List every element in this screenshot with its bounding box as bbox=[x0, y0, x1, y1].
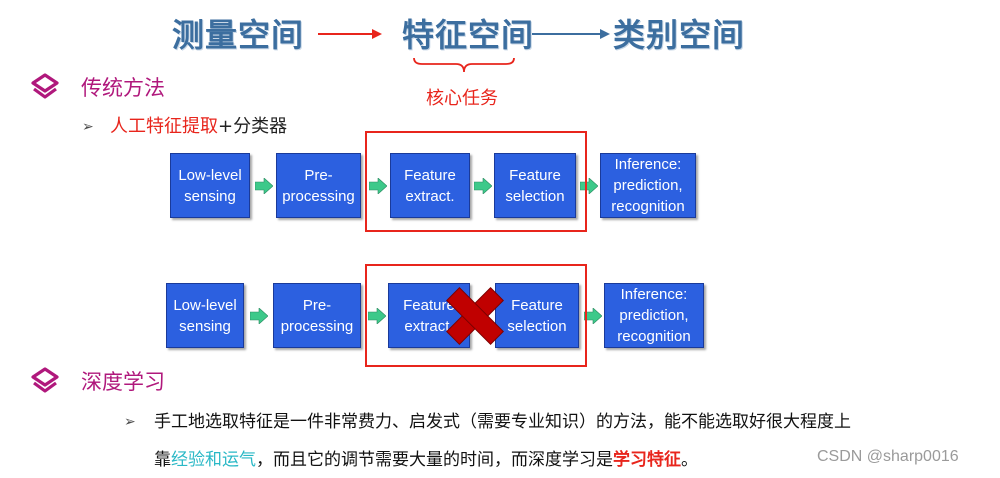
pipeline-bottom-inference: Inference: prediction, recognition bbox=[604, 283, 704, 348]
box-label: Pre-processing bbox=[282, 166, 355, 205]
pipeline-bottom-feature-selection: Feature selection bbox=[495, 283, 579, 348]
pipeline-top-feature-extract: Feature extract. bbox=[390, 153, 470, 218]
brace-icon bbox=[413, 57, 515, 73]
line2-bold: 学习特征 bbox=[613, 450, 681, 470]
feature-space-title: 特征空间 bbox=[402, 16, 535, 54]
pipeline-top-low-level-sensing: Low-level sensing bbox=[170, 153, 250, 218]
pipeline-top-inference: Inference: prediction, recognition bbox=[600, 153, 696, 218]
box-label: Feature selection bbox=[507, 296, 567, 335]
measurement-space-title: 测量空间 bbox=[172, 16, 305, 54]
pipeline-top-feature-selection: Feature selection bbox=[494, 153, 576, 218]
bullet-arrow-icon: ➢ bbox=[124, 414, 136, 430]
deep-paragraph-line-1: 手工地选取特征是一件非常费力、启发式（需要专业知识）的方法，能不能选取好很大程度… bbox=[154, 412, 851, 432]
box-label: Pre-processing bbox=[280, 296, 354, 335]
title-arrow-2 bbox=[532, 29, 610, 39]
line2-end: 。 bbox=[681, 450, 698, 470]
feature-highlight-frame-bottom bbox=[365, 264, 587, 367]
feature-highlight-frame-top bbox=[365, 131, 587, 232]
bullet-arrow-icon: ➢ bbox=[82, 119, 94, 135]
box-label: Low-level sensing bbox=[178, 166, 242, 205]
deep-paragraph-line-2: 靠经验和运气，而且它的调节需要大量的时间，而深度学习是学习特征。 bbox=[154, 449, 698, 471]
green-arrow-icon bbox=[474, 178, 492, 194]
green-arrow-icon bbox=[250, 308, 268, 324]
bullet-highlight: 人工特征提取 bbox=[110, 116, 218, 137]
pipeline-bottom-pre-processing: Pre-processing bbox=[273, 283, 361, 348]
title-arrow-1 bbox=[318, 29, 382, 39]
box-label: Feature extract. bbox=[403, 296, 455, 335]
traditional-heading: 传统方法 bbox=[81, 76, 165, 100]
line2-a: 靠 bbox=[154, 450, 171, 470]
line2-b: ，而且它的调节需要大量的时间，而深度学习是 bbox=[256, 450, 613, 470]
traditional-bullet: 人工特征提取+分类器 bbox=[110, 116, 287, 138]
bullet-rest: +分类器 bbox=[218, 116, 288, 137]
pipeline-top-pre-processing: Pre-processing bbox=[276, 153, 361, 218]
core-task-label: 核心任务 bbox=[426, 88, 498, 109]
line2-teal: 经验和运气 bbox=[171, 450, 256, 470]
layers-icon bbox=[31, 73, 59, 99]
pipeline-bottom-low-level-sensing: Low-level sensing bbox=[166, 283, 244, 348]
box-label: Low-level sensing bbox=[173, 296, 237, 335]
box-label: Feature selection bbox=[505, 166, 565, 205]
box-label: Inference: prediction, recognition bbox=[611, 156, 685, 215]
green-arrow-icon bbox=[580, 178, 598, 194]
box-label: Feature extract. bbox=[404, 166, 456, 205]
green-arrow-icon bbox=[255, 178, 273, 194]
deep-learning-heading: 深度学习 bbox=[81, 370, 165, 394]
green-arrow-icon bbox=[369, 178, 387, 194]
box-label: Inference: prediction, recognition bbox=[617, 286, 691, 345]
csdn-watermark: CSDN @sharp0016 bbox=[817, 448, 959, 465]
cross-icon bbox=[446, 287, 504, 345]
green-arrow-icon bbox=[368, 308, 386, 324]
category-space-title: 类别空间 bbox=[613, 16, 746, 54]
layers-icon bbox=[31, 367, 59, 393]
